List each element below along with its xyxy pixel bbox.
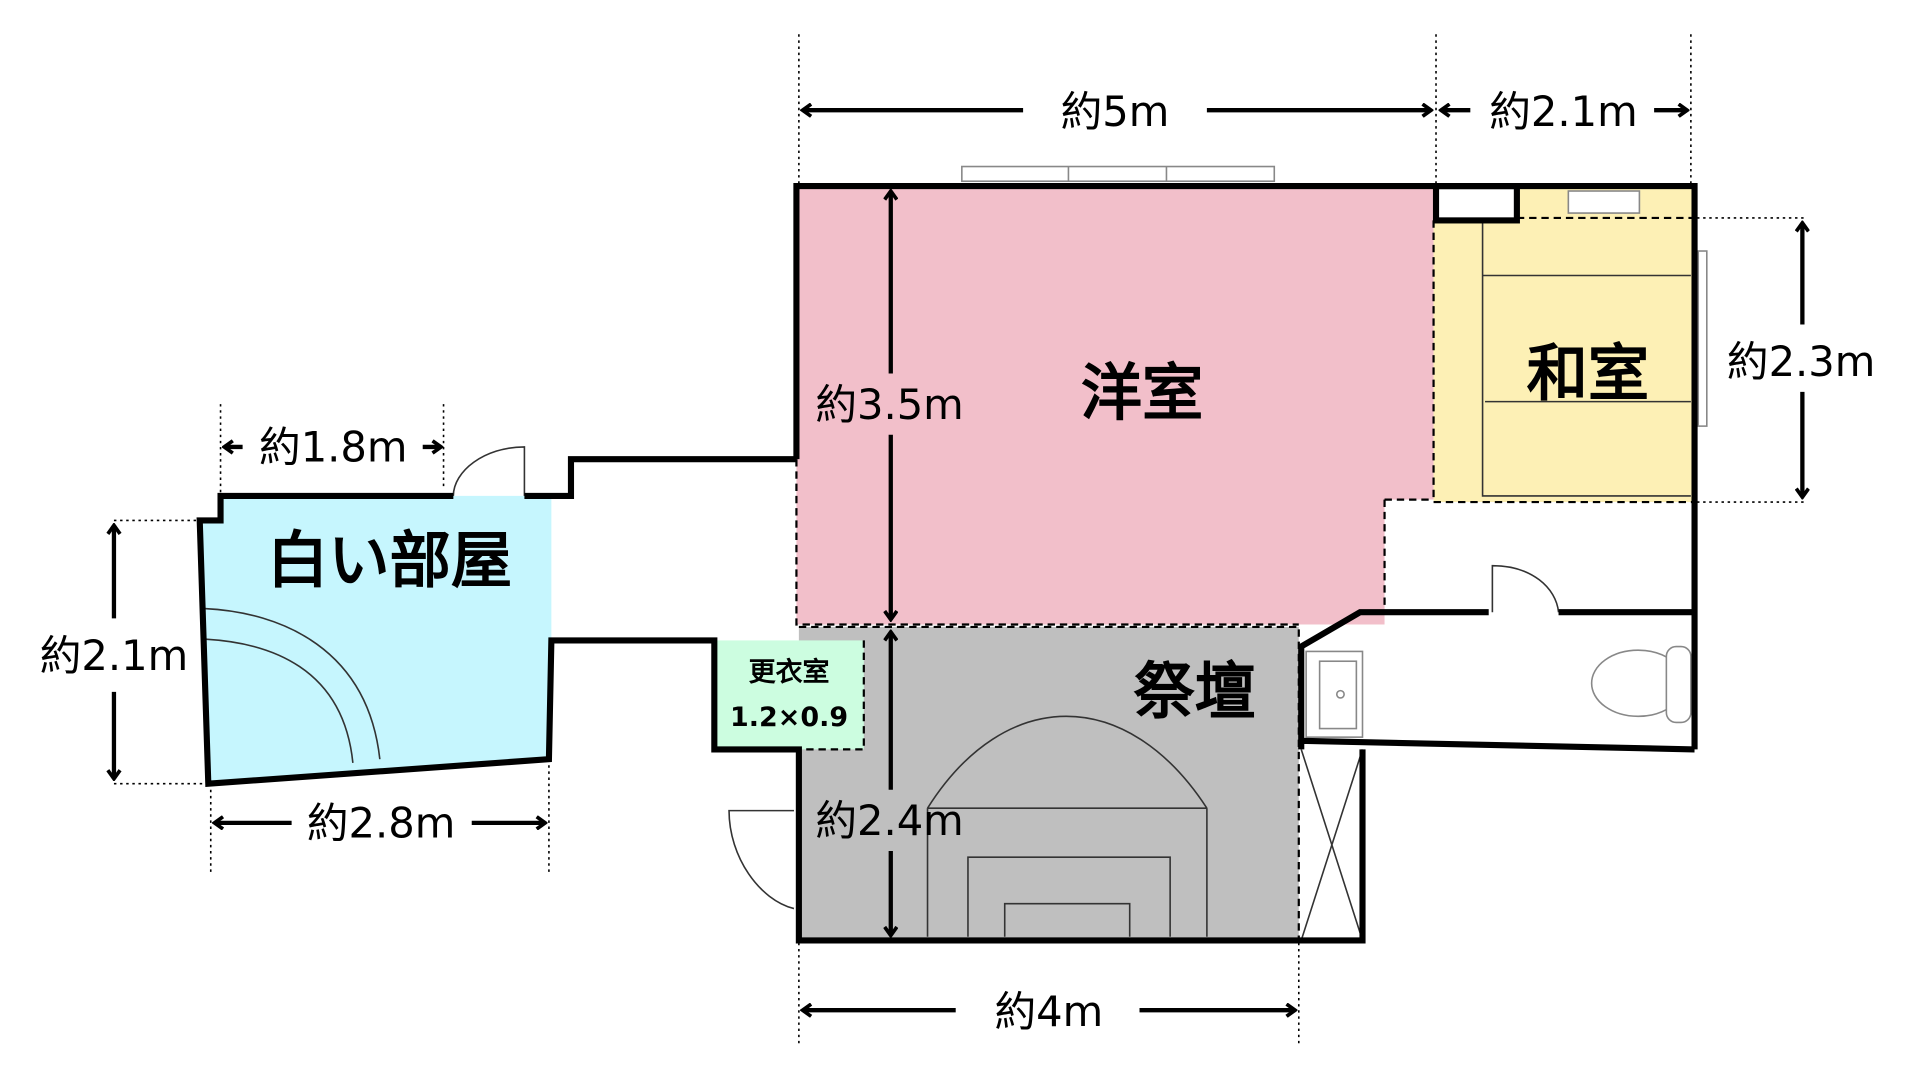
storage-cross xyxy=(1300,749,1364,941)
room-boundaries xyxy=(795,216,1695,941)
white-room-arc-inner xyxy=(205,638,354,763)
white-room-arc-outer xyxy=(204,607,381,760)
japanese-room-area xyxy=(1433,186,1695,503)
door-white-room[interactable] xyxy=(452,446,526,496)
dim-altar-depth: 約2.4m xyxy=(815,796,963,845)
altar-label: 祭壇 xyxy=(1133,657,1256,728)
air-conditioner-icon xyxy=(1567,190,1641,214)
western-room-label: 洋室 xyxy=(1081,358,1204,429)
door-bathroom[interactable] xyxy=(1491,564,1560,613)
sink-drain xyxy=(1335,689,1345,699)
dim-white-height: 約2.1m xyxy=(40,631,188,680)
dressing-room-label: 更衣室 xyxy=(749,656,830,688)
window-top xyxy=(961,165,1276,183)
walls xyxy=(196,183,1698,944)
closet-box xyxy=(1432,183,1520,224)
toilet-tank xyxy=(1665,645,1692,724)
white-room-area xyxy=(199,495,552,784)
dim-western-depth: 約3.5m xyxy=(815,380,963,429)
japanese-room-label: 和室 xyxy=(1527,338,1650,409)
dressing-room-area xyxy=(714,640,864,750)
window-top-dividers xyxy=(1067,166,1168,182)
dim-white-top: 約1.8m xyxy=(259,423,407,472)
door-altar[interactable] xyxy=(728,809,795,910)
altar-steps xyxy=(967,856,1171,937)
dim-white-bottom: 約2.8m xyxy=(307,799,455,848)
sink-basin xyxy=(1318,660,1358,730)
western-room-notch xyxy=(1384,499,1437,627)
tatami-lines xyxy=(1481,220,1691,497)
dim-japanese-width: 約2.1m xyxy=(1489,87,1637,136)
window-right xyxy=(1697,250,1708,427)
dressing-room-size: 1.2×0.9 xyxy=(730,702,848,733)
white-room-label: 白い部屋 xyxy=(267,526,512,597)
dim-western-width: 約5m xyxy=(1061,87,1170,136)
dim-altar-width: 約4m xyxy=(994,987,1103,1036)
dim-japanese-depth: 約2.3m xyxy=(1727,337,1875,386)
altar-dome xyxy=(926,715,1208,937)
